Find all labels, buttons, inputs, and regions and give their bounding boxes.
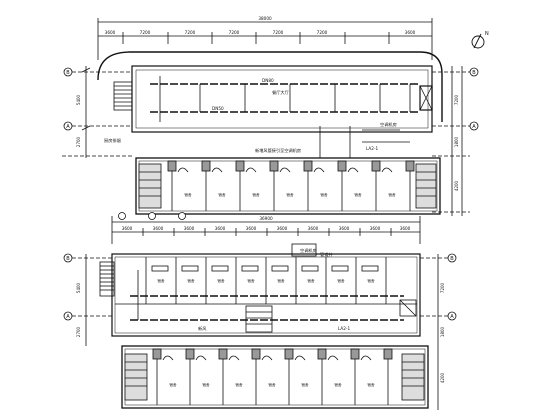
upper-bay-dim-5: 7200 <box>273 30 284 35</box>
axis-label-b-right: B <box>472 70 476 76</box>
upper-right-vdim-1: 7200 <box>454 94 459 105</box>
lower-left-vdim-1: 5400 <box>76 282 81 293</box>
lower-note-4: 新风 <box>198 325 207 332</box>
lower-left-vdim-2: 2700 <box>76 326 81 337</box>
lower-bay-dim-8: 3600 <box>339 226 350 231</box>
north-arrow-icon <box>471 33 485 49</box>
upper-bay-dim-4: 7200 <box>229 30 240 35</box>
upper-plan <box>62 18 470 216</box>
upper-dorm-label-3: 宿舍 <box>252 192 260 197</box>
lower-room-label-3: 宿舍 <box>217 278 225 283</box>
lower-overall-dim: 36900 <box>259 216 273 221</box>
lower-plan <box>72 216 448 410</box>
upper-left-note: 厨房排烟 <box>104 137 121 144</box>
lower-dorm-label-2: 宿舍 <box>202 382 210 387</box>
lower-note-3: LA2-1 <box>338 326 350 331</box>
upper-dorm-label-7: 宿舍 <box>388 192 396 197</box>
lower-bay-dim-9: 3600 <box>370 226 381 231</box>
lower-bay-dim-10: 3600 <box>400 226 411 231</box>
upper-pipe-label-1: DN80 <box>262 78 274 83</box>
lower-dorm-label-6: 宿舍 <box>334 382 342 387</box>
lower-room-label-7: 宿舍 <box>337 278 345 283</box>
lower-room-label-4: 宿舍 <box>247 278 255 283</box>
lower-axis-bubbles <box>63 212 457 321</box>
lower-axis-label-a-left: A <box>66 314 70 320</box>
lower-room-label-2: 宿舍 <box>187 278 195 283</box>
upper-note-3: LA2-1 <box>366 146 378 151</box>
upper-note-2: 空调机房 <box>380 121 397 128</box>
upper-bay-dim-7: 3600 <box>405 30 416 35</box>
upper-note-1: 新增风管接引至空调机房 <box>255 147 301 154</box>
lower-bay-dim-7: 3600 <box>308 226 319 231</box>
lower-right-vdim-3: 4200 <box>440 372 445 383</box>
lower-bay-dim-4: 3600 <box>215 226 226 231</box>
lower-dorm-label-3: 宿舍 <box>235 382 243 387</box>
lower-dorm-label-4: 宿舍 <box>268 382 276 387</box>
lower-axis-label-b-right: B <box>450 256 454 262</box>
upper-overall-dim: 38000 <box>258 16 272 21</box>
upper-pipe-label-2: DN50 <box>212 106 224 111</box>
lower-bay-dim-5: 3600 <box>246 226 257 231</box>
lower-note-2: 管道井 <box>320 251 333 258</box>
upper-bay-dim-2: 7200 <box>140 30 151 35</box>
upper-right-vdim-3: 4200 <box>454 180 459 191</box>
lower-room-label-6: 宿舍 <box>307 278 315 283</box>
lower-bay-dim-2: 3600 <box>153 226 164 231</box>
upper-dorm-label-4: 宿舍 <box>286 192 294 197</box>
axis-label-b-left: B <box>66 70 70 76</box>
lower-dorm-label-1: 宿舍 <box>169 382 177 387</box>
lower-room-label-1: 宿舍 <box>157 278 165 283</box>
upper-left-vdim-2: 2700 <box>76 136 81 147</box>
upper-bay-dim-3: 7200 <box>185 30 196 35</box>
axis-label-a-right: A <box>472 124 476 130</box>
lower-note-1: 空调机房 <box>300 247 317 254</box>
lower-bay-dim-6: 3600 <box>277 226 288 231</box>
north-label: N <box>485 31 489 37</box>
upper-axis-bubbles <box>63 67 479 131</box>
lower-bay-dim-1: 3600 <box>122 226 133 231</box>
lower-right-vdim-2: 1800 <box>440 326 445 337</box>
lower-room-label-8: 宿舍 <box>367 278 375 283</box>
upper-right-vdim-2: 1800 <box>454 136 459 147</box>
upper-bay-dim-1: 3600 <box>105 30 116 35</box>
lower-dorm-label-5: 宿舍 <box>301 382 309 387</box>
upper-dorm-label-2: 宿舍 <box>218 192 226 197</box>
upper-dorm-label-5: 宿舍 <box>320 192 328 197</box>
lower-axis-label-b-left: B <box>66 256 70 262</box>
upper-left-vdim-1: 5400 <box>76 94 81 105</box>
lower-right-vdim-1: 7200 <box>440 282 445 293</box>
lower-axis-label-a-right: A <box>450 314 454 320</box>
lower-dorm-label-7: 宿舍 <box>367 382 375 387</box>
axis-label-a-left: A <box>66 124 70 130</box>
upper-dorm-label-1: 宿舍 <box>184 192 192 197</box>
upper-bay-dim-6: 7200 <box>317 30 328 35</box>
upper-dorm-label-6: 宿舍 <box>354 192 362 197</box>
lower-room-label-5: 宿舍 <box>277 278 285 283</box>
upper-room-label: 餐厅大厅 <box>272 89 289 96</box>
lower-bay-dim-3: 3600 <box>184 226 195 231</box>
